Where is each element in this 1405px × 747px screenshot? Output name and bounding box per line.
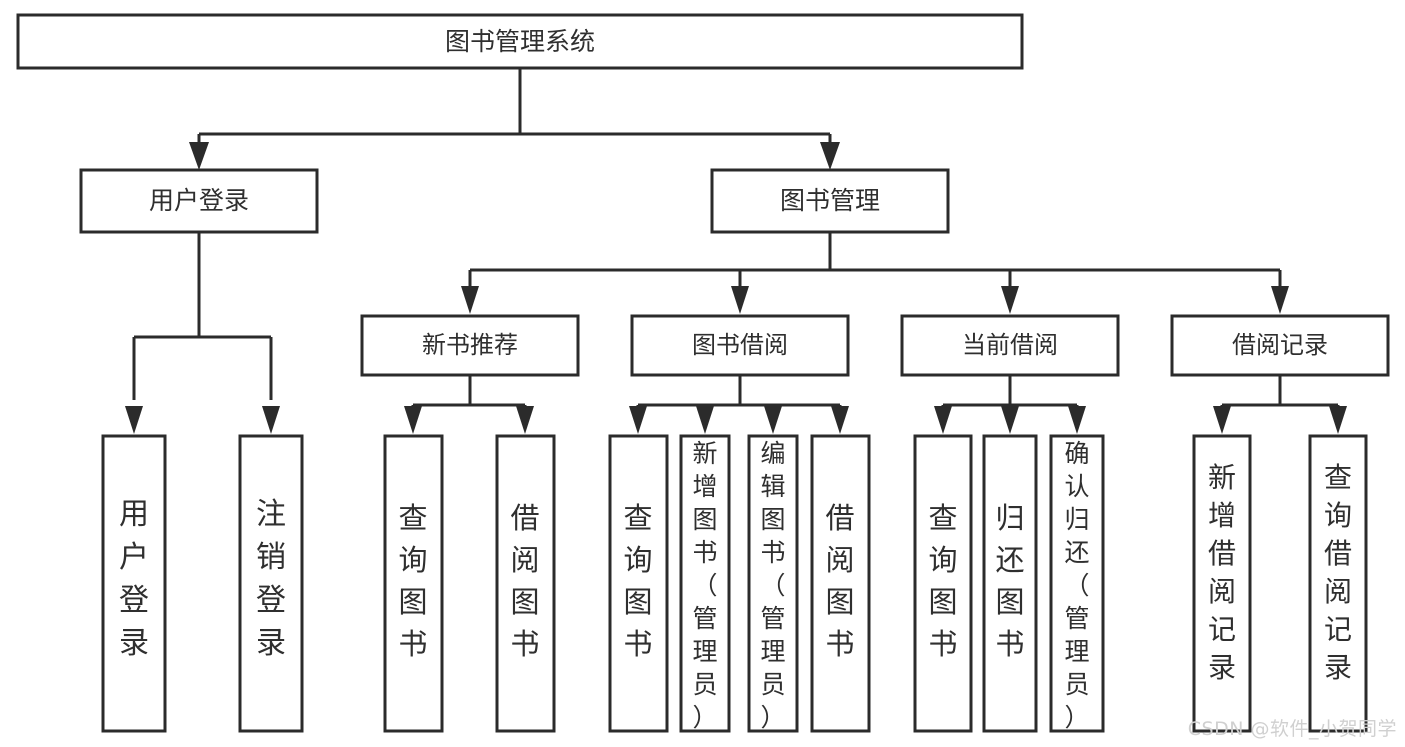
leaf-return-book-label: 归还图书 (995, 501, 1024, 661)
node-user-login-label: 用户登录 (149, 186, 249, 215)
node-current-borrow[interactable]: 当前借阅 (900, 314, 1120, 377)
node-current-borrow-label: 当前借阅 (962, 331, 1058, 359)
arrow-to-leaf-add-record (1213, 406, 1231, 434)
leaf-query-record-label: 查询借阅记录 (1324, 461, 1352, 684)
node-borrow-record-box[interactable] (1170, 314, 1390, 377)
connector-user-login-trunk (132, 232, 273, 400)
leaf-borrow-book-2-label: 借阅图书 (825, 501, 854, 661)
leaf-borrow-book-2[interactable]: 借阅图书 (810, 434, 871, 733)
connector-layer (125, 68, 1347, 434)
arrow-to-leaf-confirm-return (1068, 406, 1086, 434)
leaf-query-book-1-label: 查询图书 (398, 501, 427, 661)
arrow-to-leaf-logout (262, 406, 280, 434)
leaf-logout[interactable]: 注销登录 (238, 434, 304, 733)
node-root-box[interactable] (16, 13, 1024, 70)
arrow-to-leaf-add-book (696, 406, 714, 434)
node-book-mgmt[interactable]: 图书管理 (710, 168, 950, 234)
node-borrow-label: 图书借阅 (692, 331, 788, 359)
arrow-to-leaf-query-book-3 (934, 406, 952, 434)
leaf-query-book-2-box[interactable] (608, 434, 669, 733)
arrow-to-leaf-query-record (1329, 406, 1347, 434)
node-new-book-box[interactable] (360, 314, 580, 377)
arrow-to-user-login (189, 142, 209, 170)
node-book-mgmt-box[interactable] (710, 168, 950, 234)
connector-book-mgmt-trunk (468, 232, 1282, 288)
node-new-book-label: 新书推荐 (422, 331, 518, 359)
node-root-label: 图书管理系统 (445, 27, 595, 56)
arrow-to-book-mgmt (820, 142, 840, 170)
leaf-edit-book-label: 编辑图书（管理员） (760, 439, 785, 732)
leaf-user-login-label: 用户登录 (119, 497, 149, 661)
arrow-to-leaf-query-book-2 (629, 406, 647, 434)
leaf-user-login[interactable]: 用户登录 (101, 434, 167, 733)
leaf-confirm-return-box[interactable] (1049, 434, 1105, 733)
leaf-return-book[interactable]: 归还图书 (982, 434, 1038, 733)
leaf-edit-book-box[interactable] (747, 434, 799, 733)
leaf-logout-label: 注销登录 (256, 497, 286, 661)
arrow-to-leaf-query-book-1 (404, 406, 422, 434)
node-root[interactable]: 图书管理系统 (16, 13, 1024, 70)
leaf-add-record-box[interactable] (1192, 434, 1252, 733)
connector-record-trunk (1220, 375, 1340, 412)
node-borrow-record-label: 借阅记录 (1232, 331, 1328, 359)
leaf-query-book-3-label: 查询图书 (928, 501, 957, 661)
leaf-return-book-box[interactable] (982, 434, 1038, 733)
leaf-query-record[interactable]: 查询借阅记录 (1308, 434, 1368, 733)
arrow-to-leaf-return-book (1001, 406, 1019, 434)
node-borrow-record[interactable]: 借阅记录 (1170, 314, 1390, 377)
node-user-login[interactable]: 用户登录 (79, 168, 319, 234)
leaf-confirm-return-label: 确认归还（管理员） (1064, 439, 1089, 732)
leaf-borrow-book-1-box[interactable] (495, 434, 556, 733)
leaf-add-record[interactable]: 新增借阅记录 (1192, 434, 1252, 733)
node-book-mgmt-label: 图书管理 (780, 186, 880, 215)
leaf-query-book-2[interactable]: 查询图书 (608, 434, 669, 733)
arrow-to-current (1001, 286, 1019, 314)
leaf-query-book-3[interactable]: 查询图书 (913, 434, 973, 733)
leaf-add-book[interactable]: 新增图书（管理员） (679, 434, 731, 733)
arrow-to-leaf-user-login (125, 406, 143, 434)
leaf-query-record-box[interactable] (1308, 434, 1368, 733)
leaf-query-book-3-box[interactable] (913, 434, 973, 733)
arrow-to-leaf-borrow-book-2 (831, 406, 849, 434)
connector-root-trunk (197, 68, 832, 152)
leaf-query-book-1[interactable]: 查询图书 (383, 434, 444, 733)
leaf-edit-book[interactable]: 编辑图书（管理员） (747, 434, 799, 733)
leaf-borrow-book-1-label: 借阅图书 (510, 501, 539, 661)
node-borrow-box[interactable] (630, 314, 850, 377)
node-borrow[interactable]: 图书借阅 (630, 314, 850, 377)
leaf-add-book-box[interactable] (679, 434, 731, 733)
leaf-logout-box[interactable] (238, 434, 304, 733)
leaf-add-record-label: 新增借阅记录 (1208, 461, 1236, 684)
arrow-to-leaf-borrow-book-1 (516, 406, 534, 434)
leaf-query-book-1-box[interactable] (383, 434, 444, 733)
connector-new-book-trunk (411, 375, 527, 412)
arrow-to-record (1271, 286, 1289, 314)
node-new-book[interactable]: 新书推荐 (360, 314, 580, 377)
arrow-to-new-book (461, 286, 479, 314)
leaf-confirm-return[interactable]: 确认归还（管理员） (1049, 434, 1105, 733)
node-current-borrow-box[interactable] (900, 314, 1120, 377)
connector-borrow-trunk (636, 375, 842, 412)
leaf-borrow-book-2-box[interactable] (810, 434, 871, 733)
leaf-borrow-book-1[interactable]: 借阅图书 (495, 434, 556, 733)
arrow-to-leaf-edit-book (764, 406, 782, 434)
leaf-user-login-box[interactable] (101, 434, 167, 733)
leaf-add-book-label: 新增图书（管理员） (692, 439, 717, 732)
node-user-login-box[interactable] (79, 168, 319, 234)
leaf-query-book-2-label: 查询图书 (623, 501, 652, 661)
arrow-to-borrow (731, 286, 749, 314)
